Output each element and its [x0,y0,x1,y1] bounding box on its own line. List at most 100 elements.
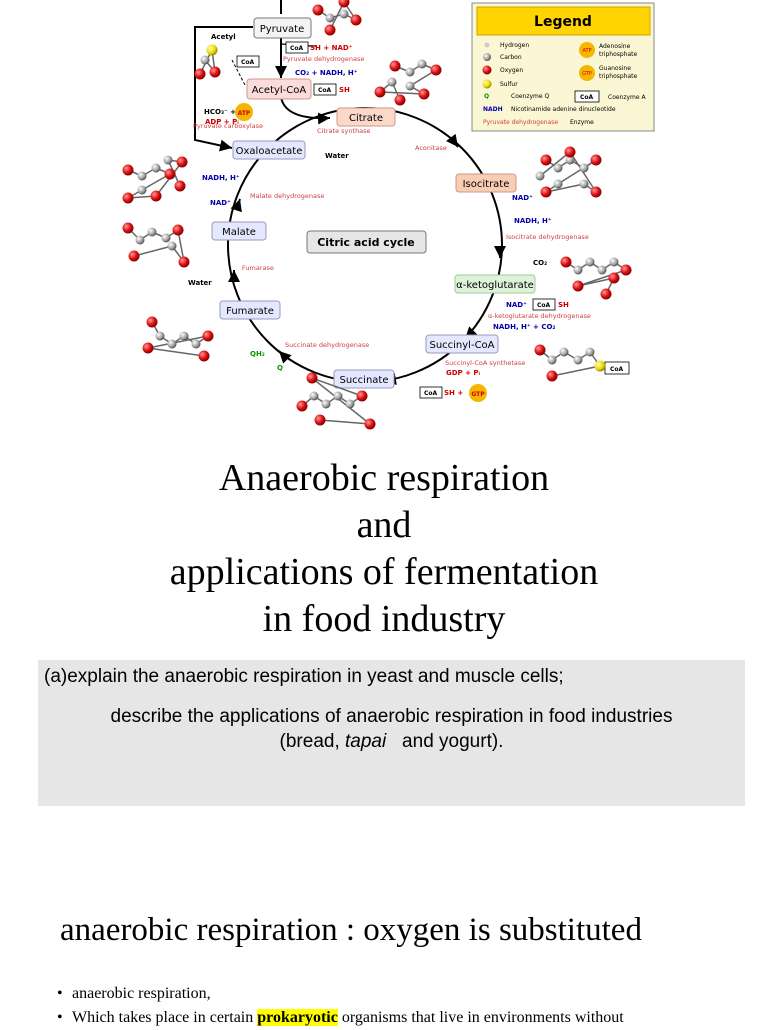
legend-coa-symbol: CoA [580,94,594,101]
enzyme-pyruvate-dehydrogenase: Pyruvate dehydrogenase [283,55,364,63]
carbon-atom [573,355,583,365]
oxygen-atom [122,164,134,176]
objective-b-italic: tapai [345,731,387,752]
oxygen-atom [534,344,546,356]
highlighted-word: prokaryotic [257,1009,338,1026]
q-label: Q [277,364,283,372]
enzyme-isocitrate-dehydrogenase: Isocitrate dehydrogenase [506,233,589,241]
nadh-label-1: NADH, H⁺ [202,174,240,182]
node-citrate: Citrate [336,107,396,127]
oxygen-atom [142,342,154,354]
oxygen-atom [560,256,572,268]
succinyl-coa-label: Succinyl-CoA [429,340,494,351]
oxygen-atom [374,86,386,98]
bullet-2-post: organisms that live in environments with… [337,1009,624,1026]
enzyme-fumarase: Fumarase [242,264,274,272]
oxygen-atom [590,154,602,166]
co2-label: CO₂ [533,259,547,267]
sulfur-atom [206,44,218,56]
section-heading: anaerobic respiration : oxygen is substi… [60,912,642,948]
carbon-atom [387,77,397,87]
citric-acid-cycle-diagram: Pyruvate Acetyl-CoA Citrate Isocitrate α… [122,0,655,430]
node-succinate: Succinate [333,369,395,389]
coa-box-6: CoA [610,366,624,373]
oxygen-atom [209,66,221,78]
node-fumarate: Fumarate [219,300,281,320]
carbon-atom [579,163,589,173]
node-oxaloacetate: Oxaloacetate [232,140,306,160]
sulfur-atom [594,360,606,372]
title-line-3: applications of fermentation [169,551,599,593]
objectives-box: (a)explain the anaerobic respiration in … [38,660,745,806]
succinate-label: Succinate [340,375,389,386]
nad-label-2: NAD⁺ [512,194,533,202]
title-line-4: in food industry [262,598,506,640]
coa-box-3: CoA [318,87,332,94]
node-pyruvate: Pyruvate [253,17,312,39]
carbon-atom [179,331,189,341]
carbon-atom [405,67,415,77]
enzyme-aconitase: Aconitase [415,144,447,152]
molecule-model [122,155,188,204]
carbon-atom [137,171,147,181]
molecule-bond [539,151,571,177]
legend-nadh: Nicotinamide adenine dinucleotide [511,106,616,113]
legend-title: Legend [534,14,592,30]
molecule-bond [311,377,371,425]
coa-box-4: CoA [537,302,551,309]
oxygen-atom [150,190,162,202]
oxygen-atom [122,222,134,234]
oxygen-atom [590,186,602,198]
oxygen-atom [176,156,188,168]
objective-a: (a)explain the anaerobic respiration in … [44,666,564,687]
molecule-bond [311,377,363,397]
molecule-model [535,146,602,198]
center-label: Citric acid cycle [317,236,415,249]
legend-enzyme-example: Pyruvate dehydrogenase [483,119,558,126]
water-label-1: Water [325,152,349,160]
molecule-bond [133,245,173,257]
carbon-atom [345,399,355,409]
qh2-label: QH₂ [250,350,265,358]
oxygen-atom [350,14,362,26]
legend-coenzyme-q: Coenzyme Q [511,93,549,100]
objective-b-pre: (bread, [279,731,346,752]
molecule-model [560,256,632,300]
carbon-atom [191,339,201,349]
oxygen-atom [546,370,558,382]
oxygen-atom [418,88,430,100]
carbon-atom [321,399,331,409]
oxygen-atom [389,60,401,72]
adp-pi-label: ADP + Pᵢ [205,118,239,126]
legend-enzyme: Enzyme [570,119,594,126]
carbon-atom [200,55,210,65]
isocitrate-label: Isocitrate [463,179,510,190]
molecule-model [194,44,221,80]
oxygen-atom [198,350,210,362]
objective-b-line1: describe the applications of anaerobic r… [110,706,673,727]
enzyme-malate-dehydrogenase: Malate dehydrogenase [250,192,324,200]
carbon-atom [147,227,157,237]
nad-label-1: NAD⁺ [210,199,231,207]
oxygen-atom [364,418,376,430]
carbon-atom [167,339,177,349]
sh-plus-label: SH + [444,389,463,397]
carbon-atom [573,265,583,275]
molecule-model [374,59,442,106]
legend-sulfur: Sulfur [500,81,518,88]
oxygen-atom [324,24,336,36]
oxygen-atom [306,372,318,384]
carbon-atom [559,347,569,357]
oxygen-atom [394,94,406,106]
oxygen-atom [174,180,186,192]
carbon-atom [137,185,147,195]
carbon-atom [585,257,595,267]
molecule-bond [147,347,205,357]
legend: Legend Hydrogen Carbon Oxygen Sulfur Q C… [471,2,655,132]
hco3-label: HCO₃⁻ + [204,108,236,116]
sh-label-1: SH [339,86,350,94]
carbon-atom [339,9,349,19]
legend-nadh-symbol: NADH [483,106,503,113]
node-alpha-ketoglutarate: α-ketoglutarate [454,274,536,294]
center-label-box: Citric acid cycle [306,230,427,254]
